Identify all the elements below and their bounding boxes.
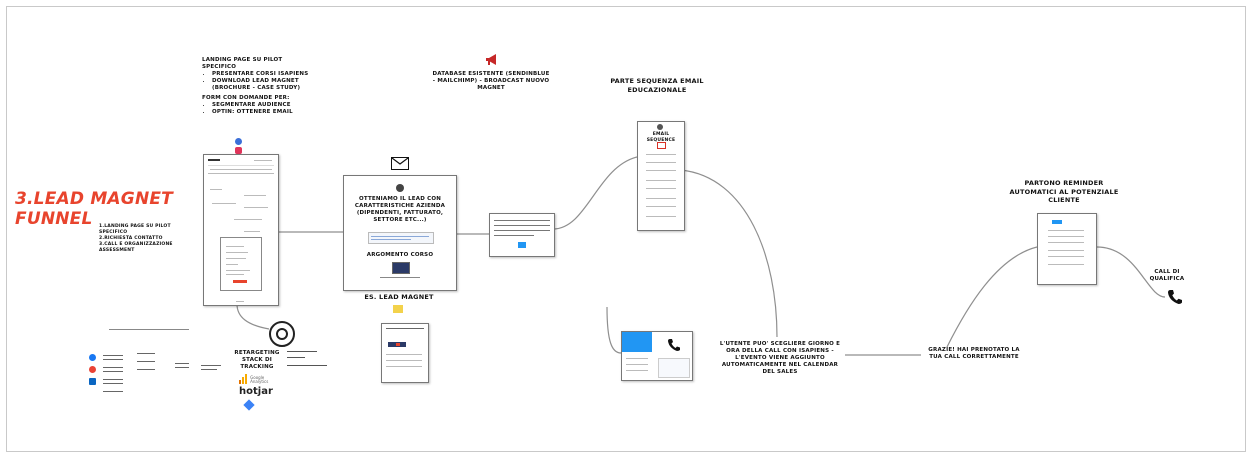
call-booking-note: L'utente puo' scegliere giorno e ora del…	[719, 341, 841, 375]
facebook-icon	[89, 354, 96, 361]
landing-notes: Landing page su pilot specifico Presenta…	[202, 57, 312, 116]
funnel-step: 1.Landing page su pilot specifico	[99, 224, 171, 235]
google-analytics-icon: Google Analytics	[239, 374, 273, 384]
lead-magnet-preview	[381, 323, 429, 383]
sticky-note	[393, 305, 403, 313]
funnel-steps: 1.Landing page su pilot specifico 2.Rich…	[99, 224, 179, 254]
tracking-tools: Google Analytics hotjar	[239, 374, 273, 411]
lead-magnet-label: Es. Lead Magnet	[364, 293, 434, 301]
form-title: Form con domande per:	[202, 95, 290, 101]
funnel-step: 3.Call e organizzazione	[99, 242, 173, 247]
calendar-booking-mockup[interactable]	[621, 331, 693, 381]
megaphone-icon	[485, 51, 497, 65]
phone-call-icon	[1167, 289, 1183, 305]
form-bullet: Optin: ottenere email	[212, 109, 312, 116]
google-analytics-label: Google Analytics	[250, 375, 269, 384]
users-icon	[396, 184, 404, 192]
qualifying-call-label: Call di qualifica	[1149, 269, 1185, 282]
database-note: Database esistente (Sendinblue - Mailchi…	[432, 71, 550, 91]
booking-confirmation: Grazie! Hai prenotato la tua call corret…	[928, 347, 1020, 360]
email-sequence-title: Email sequence	[646, 132, 676, 143]
whiteboard-canvas[interactable]: 3.LEAD MAGNET FUNNEL 1.Landing page su p…	[6, 6, 1246, 452]
funnel-step: 2.Richiesta contatto	[99, 236, 163, 241]
landing-bullet: Download lead magnet (Brochure - Case st…	[212, 78, 312, 92]
form-bullet: Segmentare audience	[212, 102, 312, 109]
email-sequence-card[interactable]: Email sequence	[637, 121, 685, 231]
landing-title: Landing page su pilot specifico	[202, 57, 283, 70]
lead-box-title: Otteniamo il lead con caratteristiche az…	[354, 196, 446, 223]
envelope-icon	[391, 157, 409, 170]
funnel-title: 3.LEAD MAGNET FUNNEL	[15, 189, 173, 229]
social-ads-mockup	[85, 329, 235, 399]
connector-lines	[236, 156, 1166, 356]
gmail-icon	[657, 142, 666, 149]
retargeting-icon	[269, 321, 295, 347]
lead-info-box[interactable]: Otteniamo il lead con caratteristiche az…	[343, 175, 457, 291]
thank-you-page	[489, 213, 555, 257]
instagram-icon	[235, 147, 242, 154]
landing-bullet: Presentare corsi ISAPIENS	[212, 71, 312, 78]
funnel-step: Assessment	[99, 248, 135, 253]
gtm-icon	[243, 399, 255, 411]
flow-icon	[657, 124, 663, 130]
email-sequence-header: Parte sequenza email educazionale	[610, 77, 704, 94]
reminder-email-card	[1037, 213, 1097, 285]
landing-page-mockup[interactable]	[203, 154, 279, 306]
reminder-header: Partono reminder automatici al potenzial…	[1009, 179, 1119, 204]
linkedin-icon	[89, 378, 96, 385]
globe-icon	[235, 138, 242, 145]
retargeting-label: Retargeting stack di tracking	[234, 350, 280, 370]
phone-icon	[667, 337, 681, 351]
hotjar-logo: hotjar	[239, 386, 273, 397]
google-icon	[89, 366, 96, 373]
course-preview	[392, 262, 410, 274]
lead-box-topic: Argomento corso	[366, 252, 434, 258]
lead-form-preview	[368, 232, 434, 244]
